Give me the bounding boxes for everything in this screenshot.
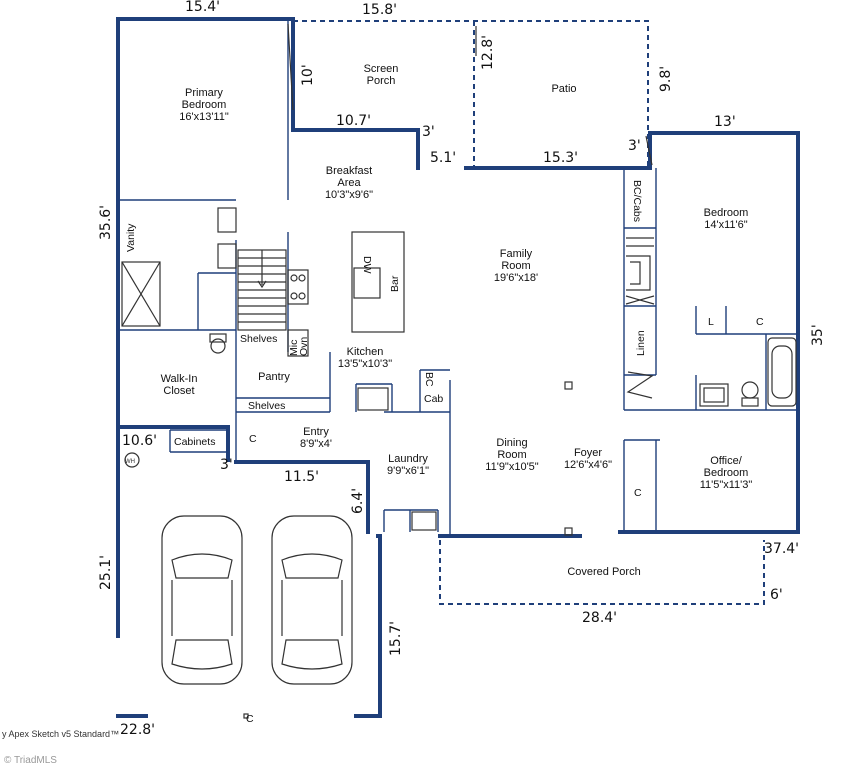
dimension-label: 35.6' [98,205,114,240]
label-l: L [708,316,714,328]
dimension-labels: 15.4' 15.8' 12.8' 9.8' 10' 10.7' 3' 5.1'… [98,0,826,738]
label-c: C [756,316,764,328]
label-shelves: Shelves [240,333,277,345]
dimension-label: 3' [220,457,233,473]
car-icon [271,515,353,685]
dimension-label: 3' [422,124,435,140]
label-c: C [249,433,257,445]
exterior-walls [116,17,800,718]
dimension-label: 15.3' [543,150,578,166]
software-credit: y Apex Sketch v5 Standard™ [2,729,119,739]
dimension-label: 6.4' [350,488,366,514]
label-wh: WH [125,459,135,465]
label-c: C [246,713,254,725]
dimension-label: 25.1' [98,555,114,590]
dimension-label: 11.5' [284,469,319,485]
dimension-label: 12.8' [480,35,496,70]
label-cabinets: Cabinets [174,436,215,448]
room-patio: Patio [551,83,576,95]
dimension-label: 5.1' [430,150,456,166]
dimension-label: 35' [810,324,826,346]
dimension-label: 10' [300,64,316,86]
dimension-label: 15.4' [185,0,220,15]
dimension-label: 15.8' [362,2,397,18]
label-bc-cabs: BC/Cabs [631,180,643,222]
dimension-label: 3' [628,138,641,154]
room-covered-porch: Covered Porch [567,566,640,578]
label-c: C [634,487,642,499]
label-dw: DW [361,256,373,274]
car-icon [161,515,243,685]
label-shelves: Shelves [248,400,285,412]
label-cab: Cab [424,393,443,405]
dimension-label: 9.8' [658,66,674,92]
label-ovn: Ovn [298,337,310,356]
label-mic: Mic [288,340,300,356]
dimension-label: 22.8' [120,722,155,738]
watermark: © TriadMLS [4,755,57,766]
dimension-label: 28.4' [582,610,617,626]
fixtures [121,23,797,536]
dimension-label: 15.7' [388,621,404,656]
label-vanity: Vanity [125,223,137,252]
outdoor-dashed [293,20,765,605]
dimension-label: 13' [714,114,736,130]
fixture-labels: Vanity Shelves Mic Ovn Shelves DW Bar BC… [125,180,764,725]
room-pantry: Pantry [258,371,290,383]
label-bar: Bar [389,275,401,292]
dimension-label: 10.7' [336,113,371,129]
interior-walls [118,21,798,536]
dimension-label: 6' [770,587,783,603]
dimension-label: 10.6' [122,433,157,449]
label-linen: Linen [635,330,647,356]
label-bc: BC [423,372,435,387]
dimension-label: 37.4' [764,541,799,557]
